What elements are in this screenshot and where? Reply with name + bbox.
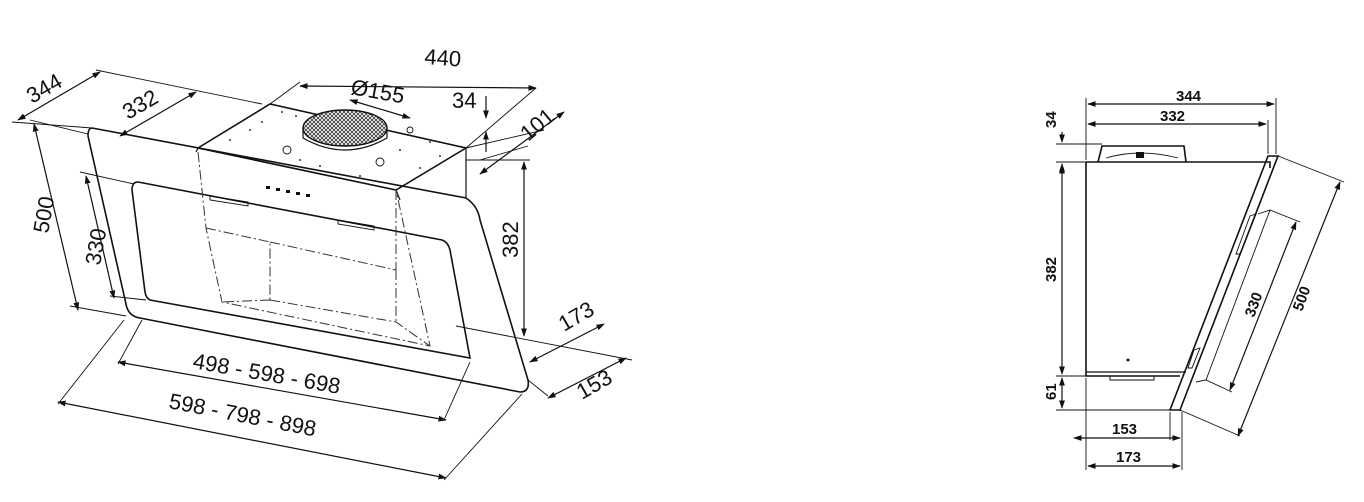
label-body-height: 382: [498, 221, 523, 258]
side-collar: [1097, 145, 1187, 163]
label-depth-inner: 332: [118, 84, 162, 124]
label-depth-total: 344: [22, 68, 66, 108]
control-buttons: [266, 186, 310, 197]
label-width-outer: 598 - 798 - 898: [167, 388, 318, 441]
side-label-collar-height: 34: [1043, 111, 1060, 128]
side-label-glass-height: 330: [1242, 290, 1267, 319]
glass-window-outline: [131, 181, 471, 359]
label-collar-offset: 101: [515, 103, 559, 146]
side-label-panel-height: 500: [1290, 284, 1315, 313]
label-diameter: Ø155: [349, 74, 406, 108]
hidden-body-outline: [197, 151, 431, 347]
exhaust-collar: [302, 109, 388, 147]
side-label-body-height: 382: [1043, 257, 1060, 282]
label-width-inner: 498 - 598 - 698: [191, 348, 342, 399]
side-view: 344 332 34 382 61 153 173 330 500: [1043, 88, 1345, 470]
side-glass-panel: [1168, 155, 1280, 411]
glass-panel-outline: [87, 127, 530, 393]
side-label-base-height: 61: [1043, 383, 1060, 400]
side-label-depth-total: 344: [1176, 88, 1202, 105]
label-width-top: 440: [424, 44, 462, 72]
side-body: [1085, 161, 1271, 377]
label-bottom-depth-b: 153: [572, 364, 616, 404]
side-label-depth-inner: 332: [1160, 108, 1185, 125]
perspective-view: 344 332 440 Ø155 34 101 500 330 382 173 …: [11, 44, 633, 481]
side-label-bottom-depth-a: 153: [1112, 421, 1137, 438]
label-height-total: 500: [28, 194, 59, 235]
label-collar-height: 34: [452, 88, 476, 113]
side-label-bottom-depth-b: 173: [1116, 449, 1141, 466]
label-glass-height: 330: [80, 226, 111, 267]
